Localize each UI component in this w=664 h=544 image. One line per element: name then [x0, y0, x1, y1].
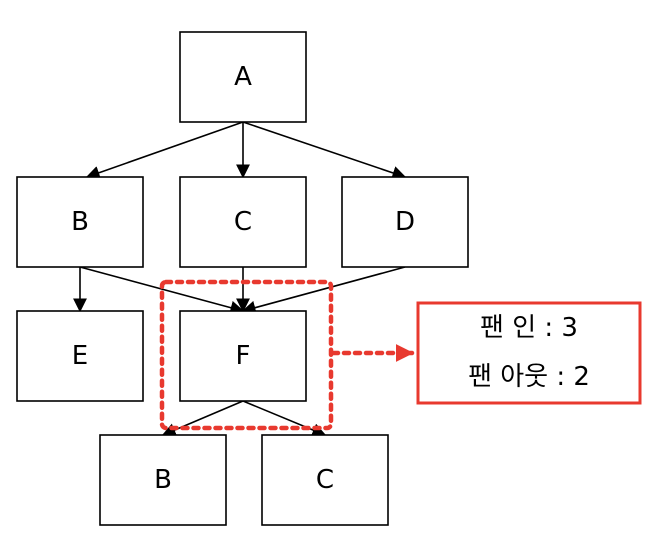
node-b2-box: [99, 434, 227, 526]
node-e-box: [16, 310, 144, 402]
nodes: [16, 31, 469, 526]
edge-b-f: [79, 266, 245, 315]
node-a-box: [179, 31, 307, 123]
node-f-label: F: [236, 341, 251, 371]
edge-d-f: [241, 266, 406, 315]
node-c-label: C: [234, 207, 252, 237]
fan-highlight-box: [159, 279, 334, 431]
node-c2-label: C: [316, 465, 334, 495]
node-b-label: B: [71, 207, 89, 237]
edge-a-b: [85, 121, 244, 180]
node-a-label: A: [234, 62, 252, 92]
edge-a-d: [242, 121, 407, 180]
edge-f-c: [242, 400, 327, 437]
edges: [73, 121, 407, 437]
node-d-label: D: [395, 207, 415, 237]
fan-out-text: 팬 아웃 : 2: [468, 362, 590, 392]
node-b-box: [16, 176, 144, 268]
node-c-box: [179, 176, 307, 268]
node-labels: A B C D E F B C: [71, 62, 415, 495]
node-c2-box: [261, 434, 389, 526]
node-f-box: [179, 310, 307, 402]
fan-in-text: 팬 인 : 3: [480, 313, 578, 343]
callout-box: [416, 301, 642, 405]
node-b2-label: B: [154, 465, 172, 495]
node-d-box: [341, 176, 469, 268]
node-e-label: E: [72, 341, 88, 371]
